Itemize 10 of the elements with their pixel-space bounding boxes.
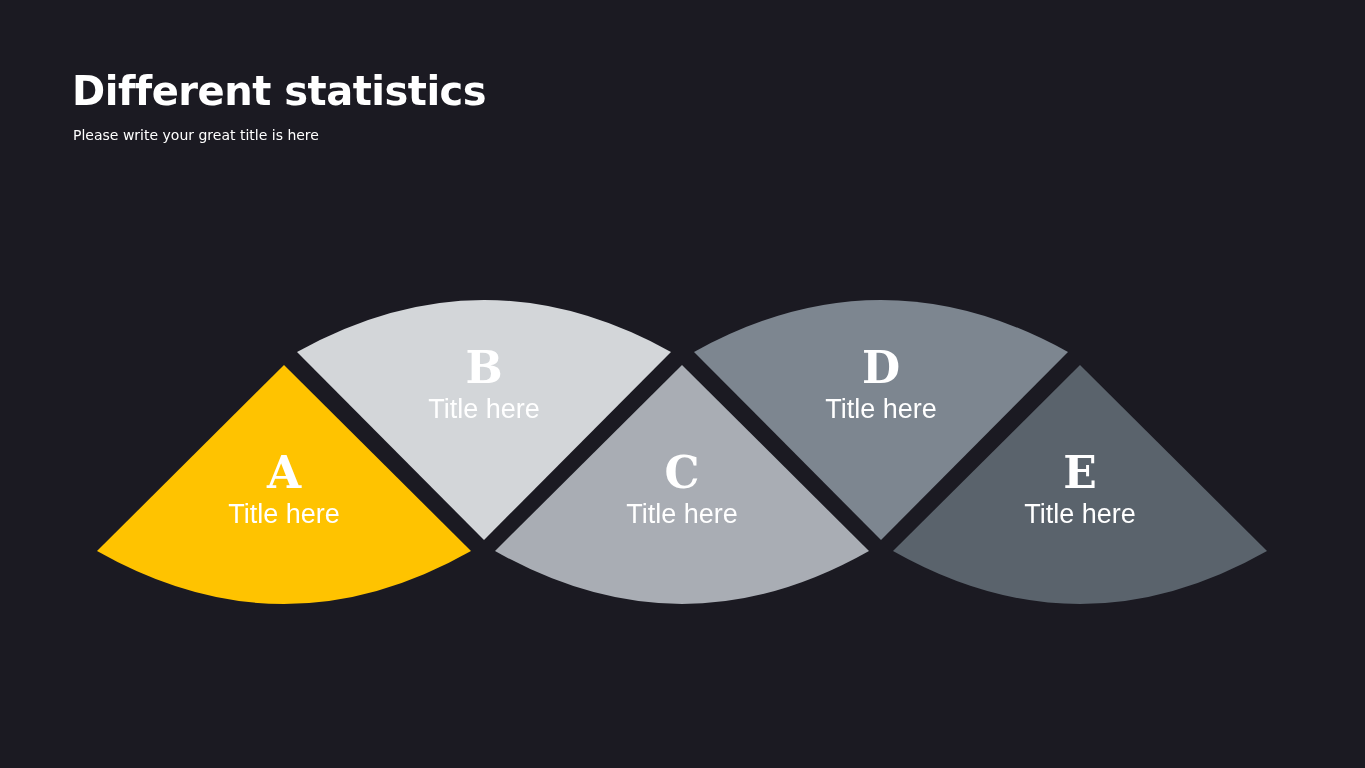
sector-letter: E	[1063, 449, 1097, 497]
sector-letter: A	[266, 449, 302, 497]
subtitle: Please write your great title is here	[73, 127, 319, 143]
sector-title: Title here	[228, 498, 340, 531]
sector-letter: C	[664, 449, 700, 497]
sector-letter: D	[861, 344, 901, 392]
slide-title: Different statistics	[72, 68, 487, 114]
sector-title: Title here	[1024, 498, 1136, 531]
sector-title: Title here	[825, 393, 937, 426]
sector-title: Title here	[626, 498, 738, 531]
